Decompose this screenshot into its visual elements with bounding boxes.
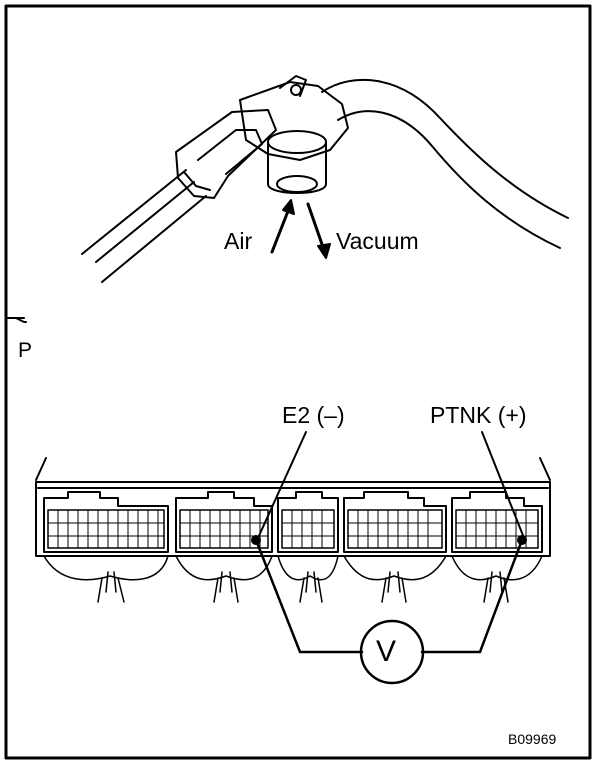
air-arrow-head	[282, 199, 295, 215]
hose-left-lower	[101, 195, 207, 283]
sensor-mount-tab	[279, 75, 307, 97]
hose-right-inner	[337, 110, 561, 249]
connector-block-2	[175, 491, 273, 553]
probe-wire-negative	[254, 538, 364, 654]
sensor-connector-housing	[175, 109, 277, 199]
connector-label: P	[18, 339, 33, 362]
hose-left-mid	[95, 181, 195, 263]
connector-block-1	[43, 491, 169, 553]
connector-block-5	[451, 491, 543, 553]
ecu-left-bracket	[35, 457, 47, 481]
ground-terminal-label: E2 (–)	[282, 402, 345, 428]
connector-block-4	[343, 491, 447, 553]
e2-leader-line	[257, 431, 307, 539]
pressure-sensor-illustration	[81, 75, 569, 283]
ecu-right-bracket	[539, 457, 551, 481]
outer-frame	[4, 4, 592, 760]
connector-block-3	[277, 491, 339, 553]
voltmeter-circuit	[251, 431, 527, 685]
sensor-mount-hole	[290, 84, 302, 96]
probe-wire-positive	[420, 538, 524, 654]
sensor-connector-ridge	[183, 171, 211, 191]
ptnk-leader-line	[481, 431, 525, 539]
wire-harness	[43, 555, 543, 603]
vacuum-label: Vacuum	[336, 228, 419, 254]
pin-grid	[47, 509, 539, 549]
vacuum-arrow	[306, 202, 326, 252]
air-arrow	[270, 204, 292, 254]
hose-right	[321, 78, 569, 219]
vacuum-arrow-head	[317, 243, 331, 259]
sensor-port-top	[267, 130, 327, 154]
sensor-connector-latch	[197, 129, 263, 175]
e2-terminal-dot	[251, 535, 261, 545]
air-label: Air	[224, 228, 253, 254]
signal-terminal-label: PTNK (+)	[430, 402, 527, 428]
voltmeter-symbol	[359, 619, 425, 685]
voltmeter-label: V	[376, 635, 397, 668]
ecu-connector-illustration	[35, 457, 551, 603]
sensor-port-opening	[276, 175, 318, 193]
ecu-housing	[35, 481, 551, 557]
hose-left-upper	[81, 169, 187, 255]
figure-code: B09969	[508, 731, 557, 747]
ptnk-terminal-dot	[517, 535, 527, 545]
